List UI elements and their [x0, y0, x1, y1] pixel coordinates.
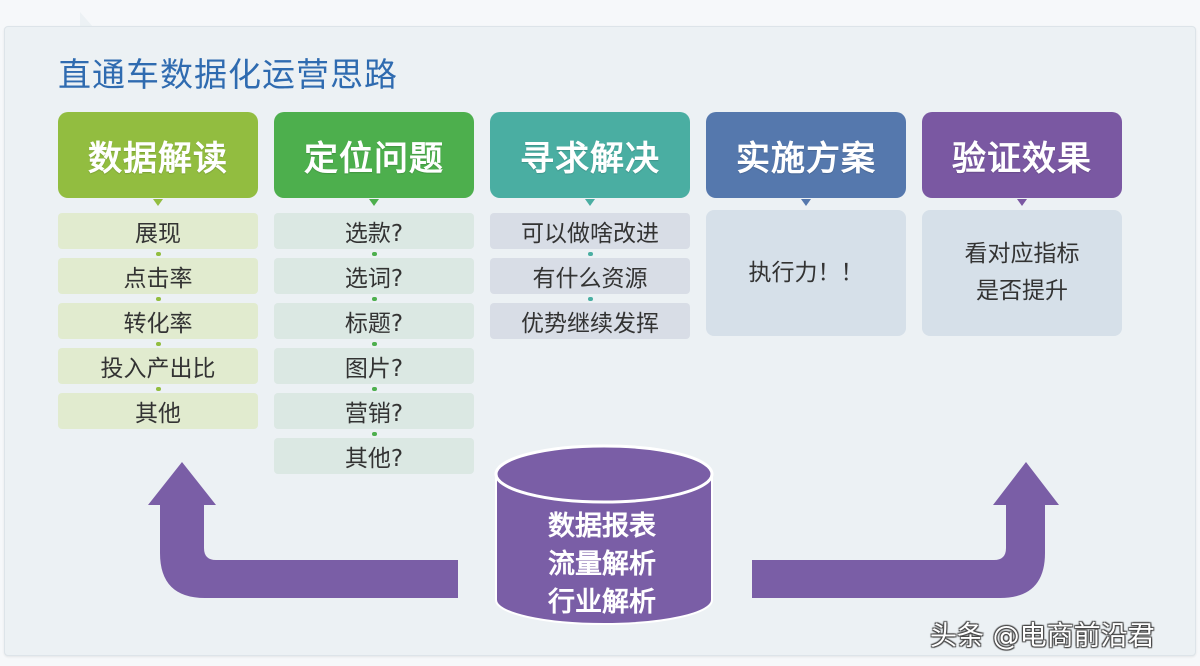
list-item: 投入产出比 [58, 348, 258, 384]
database-icon [494, 444, 714, 625]
diagram-title: 直通车数据化运营思路 [58, 55, 398, 94]
right-return-arrow-icon [752, 462, 1059, 598]
list-item: 选款? [274, 213, 474, 249]
connector-dot [372, 387, 377, 391]
connector-dot [372, 297, 377, 301]
pointer-arrow-icon [585, 199, 595, 206]
database-line-2: 流量解析 [548, 549, 656, 580]
step-header-data-interpretation: 数据解读 [58, 112, 258, 198]
step-header-locate-problem: 定位问题 [274, 112, 474, 198]
database-line-3: 行业解析 [548, 587, 656, 618]
connector-dot [372, 252, 377, 256]
connector-dot [156, 387, 161, 391]
list-item: 标题? [274, 303, 474, 339]
list-item: 可以做啥改进 [490, 213, 690, 249]
execution-text: 执行力！！ [748, 259, 864, 286]
step-header-verify-effect: 验证效果 [922, 112, 1122, 198]
step-header-implement-plan: 实施方案 [706, 112, 906, 198]
list-item: 展现 [58, 213, 258, 249]
database-label: 数据报表 流量解析 行业解析 [512, 508, 692, 622]
verify-box: 看对应指标 是否提升 [922, 210, 1122, 336]
list-item: 转化率 [58, 303, 258, 339]
connector-dot [372, 432, 377, 436]
execution-box: 执行力！！ [706, 210, 906, 336]
connector-dot [156, 252, 161, 256]
connector-dot [156, 297, 161, 301]
connector-dot [372, 342, 377, 346]
pointer-arrow-icon [801, 199, 811, 206]
list-item: 有什么资源 [490, 258, 690, 294]
database-line-1: 数据报表 [548, 511, 656, 542]
list-item: 营销? [274, 393, 474, 429]
step-header-seek-solution: 寻求解决 [490, 112, 690, 198]
list-item: 图片? [274, 348, 474, 384]
verify-text-line2: 是否提升 [976, 278, 1068, 304]
connector-dot [156, 342, 161, 346]
connector-dot [588, 297, 593, 301]
list-item: 优势继续发挥 [490, 303, 690, 339]
list-item: 其他? [274, 438, 474, 474]
list-item: 其他 [58, 393, 258, 429]
pointer-arrow-icon [369, 199, 379, 206]
pointer-arrow-icon [153, 199, 163, 206]
pointer-arrow-icon [1017, 199, 1027, 206]
verify-text-line1: 看对应指标 [964, 241, 1080, 268]
watermark: 头条 @电商前沿君 [930, 621, 1155, 652]
connector-dot [588, 252, 593, 256]
list-item: 选词? [274, 258, 474, 294]
list-item: 点击率 [58, 258, 258, 294]
left-return-arrow-icon [148, 462, 458, 598]
